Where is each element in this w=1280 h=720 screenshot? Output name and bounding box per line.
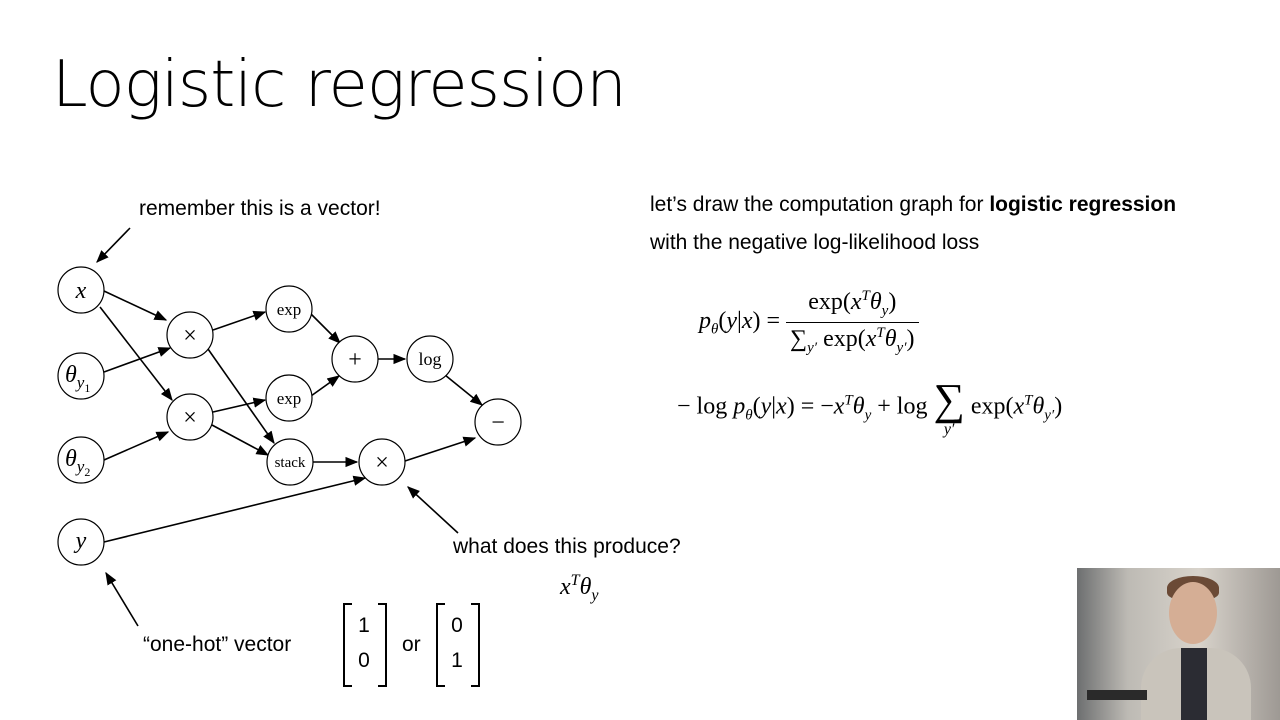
edge-y-times3 bbox=[103, 475, 367, 543]
node-theta-y1-label: θ bbox=[65, 362, 77, 388]
node-theta-y1-subsub: 1 bbox=[84, 381, 90, 395]
edge-times2-exp2 bbox=[212, 397, 267, 413]
edge-x-times2 bbox=[99, 306, 173, 402]
produce-question: what does this produce? bbox=[453, 535, 681, 558]
node-exp-1: exp bbox=[265, 285, 313, 333]
intro-line-1-bold: logistic regression bbox=[989, 193, 1177, 216]
edge-exp2-plus bbox=[310, 375, 341, 397]
node-plus-label: + bbox=[348, 347, 362, 373]
edge-times1-exp1 bbox=[212, 310, 267, 331]
answer-sup: T bbox=[570, 572, 580, 589]
answer-sub: y bbox=[591, 586, 599, 604]
node-times-3: × bbox=[358, 438, 406, 486]
vector-note: remember this is a vector! bbox=[139, 197, 381, 220]
node-stack-label: stack bbox=[275, 455, 306, 471]
node-theta-y2: θy2 bbox=[57, 436, 105, 484]
intro-line-2: with the negative log-likelihood loss bbox=[650, 231, 980, 254]
answer-formula: xTθy bbox=[560, 572, 598, 605]
node-times-1-label: × bbox=[183, 323, 197, 349]
svg-text:θy1: θy1 bbox=[65, 362, 90, 395]
onehot-label: “one-hot” vector bbox=[143, 633, 292, 656]
vec1-row1: 1 bbox=[358, 614, 370, 637]
intro-line-1-plain: let’s draw the computation graph for bbox=[650, 193, 990, 216]
edge-times1-stack bbox=[207, 348, 275, 445]
node-times-2-label: × bbox=[183, 405, 197, 431]
node-minus: − bbox=[474, 398, 522, 446]
edge-exp1-plus bbox=[310, 313, 341, 344]
node-y-label: y bbox=[74, 528, 87, 554]
node-plus: + bbox=[331, 335, 379, 383]
node-theta-y2-label: θ bbox=[65, 446, 77, 472]
answer-theta: θ bbox=[579, 574, 592, 600]
or-word: or bbox=[402, 633, 421, 656]
vec1-row2: 0 bbox=[358, 649, 370, 672]
answer-base: x bbox=[560, 574, 571, 600]
pointer-vector-note bbox=[96, 227, 131, 263]
node-minus-label: − bbox=[491, 410, 505, 436]
edge-theta2-times2 bbox=[103, 431, 170, 461]
pointer-produce bbox=[407, 486, 459, 534]
vec2-row2: 1 bbox=[451, 649, 463, 672]
node-theta-y1: θy1 bbox=[57, 352, 105, 400]
node-times-3-label: × bbox=[375, 450, 389, 476]
node-x-label: x bbox=[75, 278, 87, 304]
node-theta-y2-sub: y bbox=[75, 457, 85, 476]
node-log: log bbox=[406, 335, 454, 383]
node-stack: stack bbox=[266, 438, 314, 486]
graph-edges bbox=[96, 227, 483, 627]
edge-times2-stack bbox=[211, 424, 270, 456]
node-times-1: × bbox=[166, 311, 214, 359]
node-theta-y2-subsub: 2 bbox=[84, 465, 90, 479]
presenter-webcam bbox=[1077, 568, 1280, 720]
edge-x-times1 bbox=[103, 290, 168, 321]
probability-formula: pθ(y|x) = exp(xTθy) ∑y′ exp(xTθy′) bbox=[699, 288, 919, 357]
nll-formula: − log pθ(y|x) = −xTθy + log ∑y′ exp(xTθy… bbox=[677, 375, 1063, 438]
node-exp-2-label: exp bbox=[277, 389, 302, 408]
node-theta-y1-sub: y bbox=[75, 373, 85, 392]
node-exp-2: exp bbox=[265, 374, 313, 422]
node-times-2: × bbox=[166, 393, 214, 441]
intro-line-1: let’s draw the computation graph for log… bbox=[650, 193, 1176, 217]
node-exp-1-label: exp bbox=[277, 300, 302, 319]
svg-text:θy2: θy2 bbox=[65, 446, 90, 479]
pointer-onehot bbox=[105, 571, 139, 627]
vec2-row1: 0 bbox=[451, 614, 463, 637]
edge-log-minus bbox=[444, 374, 483, 406]
edge-theta1-times1 bbox=[103, 347, 172, 373]
node-x: x bbox=[57, 266, 105, 314]
node-y: y bbox=[57, 518, 105, 566]
node-log-label: log bbox=[418, 349, 441, 369]
slide-title: Logistic regression bbox=[52, 48, 627, 122]
edge-times3-minus bbox=[404, 436, 477, 462]
